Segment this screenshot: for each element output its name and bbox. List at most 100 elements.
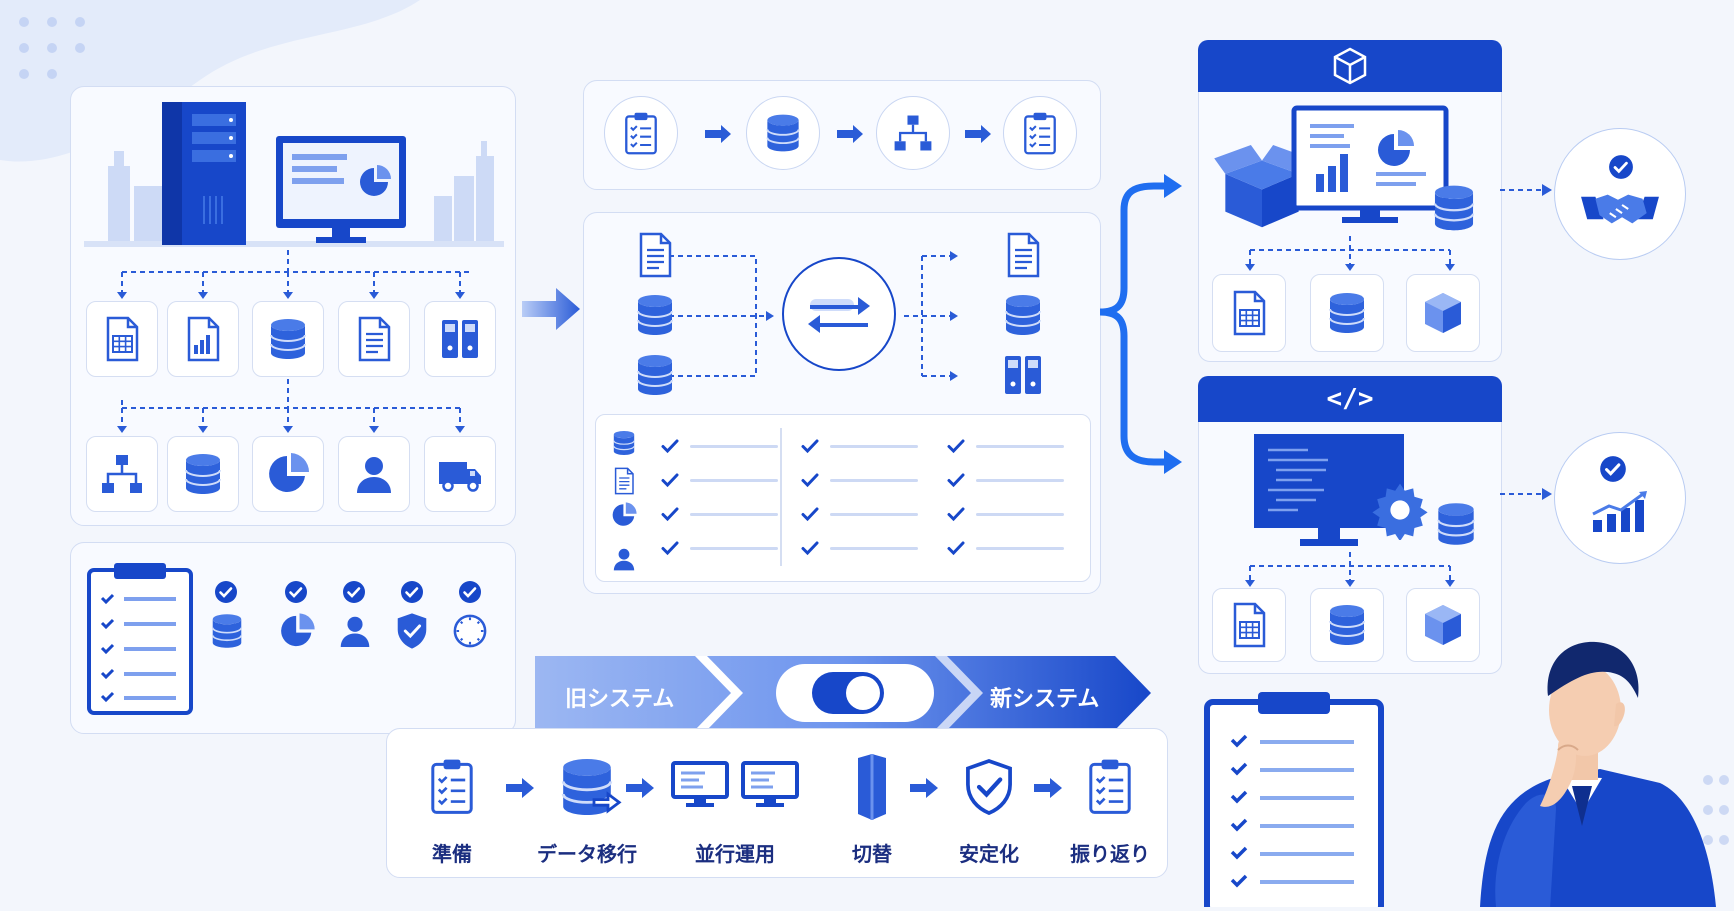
toggle-switch-icon[interactable]	[812, 672, 884, 714]
transfer-arrows-icon	[804, 289, 874, 339]
package-cube-tile	[1406, 274, 1480, 352]
monitor-dashboard-icon	[1290, 104, 1450, 228]
validation-check-icon	[946, 538, 966, 558]
package-connectors	[1240, 236, 1460, 276]
validation-check-icon	[660, 470, 680, 490]
validation-line	[830, 547, 918, 550]
bar-chart-document-icon	[178, 314, 228, 364]
dev-sheet-tile	[1212, 588, 1286, 662]
validation-line	[830, 513, 918, 516]
binder-tile	[424, 301, 496, 377]
flow-arrow-right-icon	[522, 284, 582, 334]
package-cube-icon	[1330, 46, 1370, 86]
pie-chart-icon	[263, 449, 313, 499]
package-sheet-tile	[1212, 274, 1286, 352]
database-icon	[1430, 498, 1482, 550]
validation-line	[976, 547, 1064, 550]
dev-db-tile	[1310, 588, 1384, 662]
user-icon	[609, 544, 639, 574]
clipboard-checklist-icon	[86, 560, 194, 716]
database-icon	[178, 449, 228, 499]
corner-dots-right	[1700, 770, 1730, 900]
handshake-icon	[1580, 150, 1581, 151]
server-illustration	[84, 96, 504, 254]
step-prepare-icon	[422, 750, 482, 822]
document-icon	[349, 314, 399, 364]
growth-chart-icon	[1580, 460, 1581, 461]
gear-icon	[1370, 480, 1430, 540]
clock-icon	[449, 610, 491, 652]
new-system-label: 新システム	[990, 687, 1100, 712]
clock-verified-icon	[458, 580, 482, 604]
legacy-connectors	[70, 250, 514, 440]
user-tile	[338, 436, 410, 512]
package-card-header	[1198, 40, 1502, 92]
validation-check-icon	[800, 436, 820, 456]
validation-check-icon	[800, 504, 820, 524]
user-icon	[349, 449, 399, 499]
validation-line	[976, 445, 1064, 448]
process-arrows	[700, 124, 1000, 144]
validation-check-icon	[660, 538, 680, 558]
target-document-icon	[998, 230, 1048, 280]
step-label-data-migration: データ移行	[537, 842, 637, 866]
source-database-icon-2	[630, 350, 680, 400]
truck-icon	[435, 449, 485, 499]
dev-cube-tile	[1406, 588, 1480, 662]
thinking-person-illustration	[1440, 600, 1734, 909]
process-structure-node	[876, 96, 950, 170]
outcome-arrows	[1500, 180, 1560, 500]
process-review-node	[1003, 96, 1077, 170]
pie-chart-tile	[252, 436, 324, 512]
conversion-hub	[782, 257, 896, 371]
step-label-review: 振り返り	[1070, 842, 1150, 866]
org-chart-icon	[97, 449, 147, 499]
cube-icon	[1418, 288, 1468, 338]
database-icon	[263, 314, 313, 364]
org-chart-tile	[86, 436, 158, 512]
shield-verified-icon	[400, 580, 424, 604]
validation-line	[690, 547, 778, 550]
code-icon: </>	[1326, 384, 1374, 414]
database-icon	[1322, 288, 1372, 338]
report-tile	[167, 301, 239, 377]
branch-connector	[1096, 170, 1200, 510]
step-stabilize-icon	[958, 754, 1020, 820]
source-document-icon	[630, 230, 680, 280]
target-binder-icon	[998, 350, 1048, 400]
package-db-tile	[1310, 274, 1384, 352]
code-card-header: </>	[1198, 376, 1502, 422]
spreadsheet-icon	[1224, 288, 1274, 338]
validation-line	[690, 513, 778, 516]
final-checklist-icon	[1204, 688, 1384, 911]
validation-grid	[595, 414, 1091, 582]
step-switch-icon	[850, 752, 894, 822]
database-icon	[1426, 180, 1482, 236]
validation-check-icon	[800, 538, 820, 558]
validation-check-icon	[800, 470, 820, 490]
step-label-stabilize: 安定化	[959, 842, 1019, 866]
binder-icon	[435, 314, 485, 364]
spreadsheet-icon	[1224, 600, 1274, 650]
validation-check-icon	[660, 504, 680, 524]
truck-tile	[424, 436, 496, 512]
dev-connectors	[1240, 552, 1460, 592]
validation-line	[690, 479, 778, 482]
validation-check-icon	[946, 470, 966, 490]
clipboard-checklist-icon	[1017, 110, 1063, 156]
validation-line	[690, 445, 778, 448]
clipboard-checklist-icon	[618, 110, 664, 156]
step-label-prepare: 準備	[432, 842, 472, 866]
agreement-outcome	[1554, 128, 1686, 260]
database-icon	[609, 428, 639, 458]
source-database-icon	[630, 290, 680, 340]
validation-check-icon	[660, 436, 680, 456]
validation-line	[830, 445, 918, 448]
step-arrows	[500, 776, 1100, 800]
validation-divider	[780, 428, 782, 566]
old-system-label: 旧システム	[565, 687, 675, 712]
validation-check-icon	[946, 504, 966, 524]
database-icon	[206, 610, 248, 652]
database-icon	[1322, 600, 1372, 650]
database-tile	[252, 301, 324, 377]
